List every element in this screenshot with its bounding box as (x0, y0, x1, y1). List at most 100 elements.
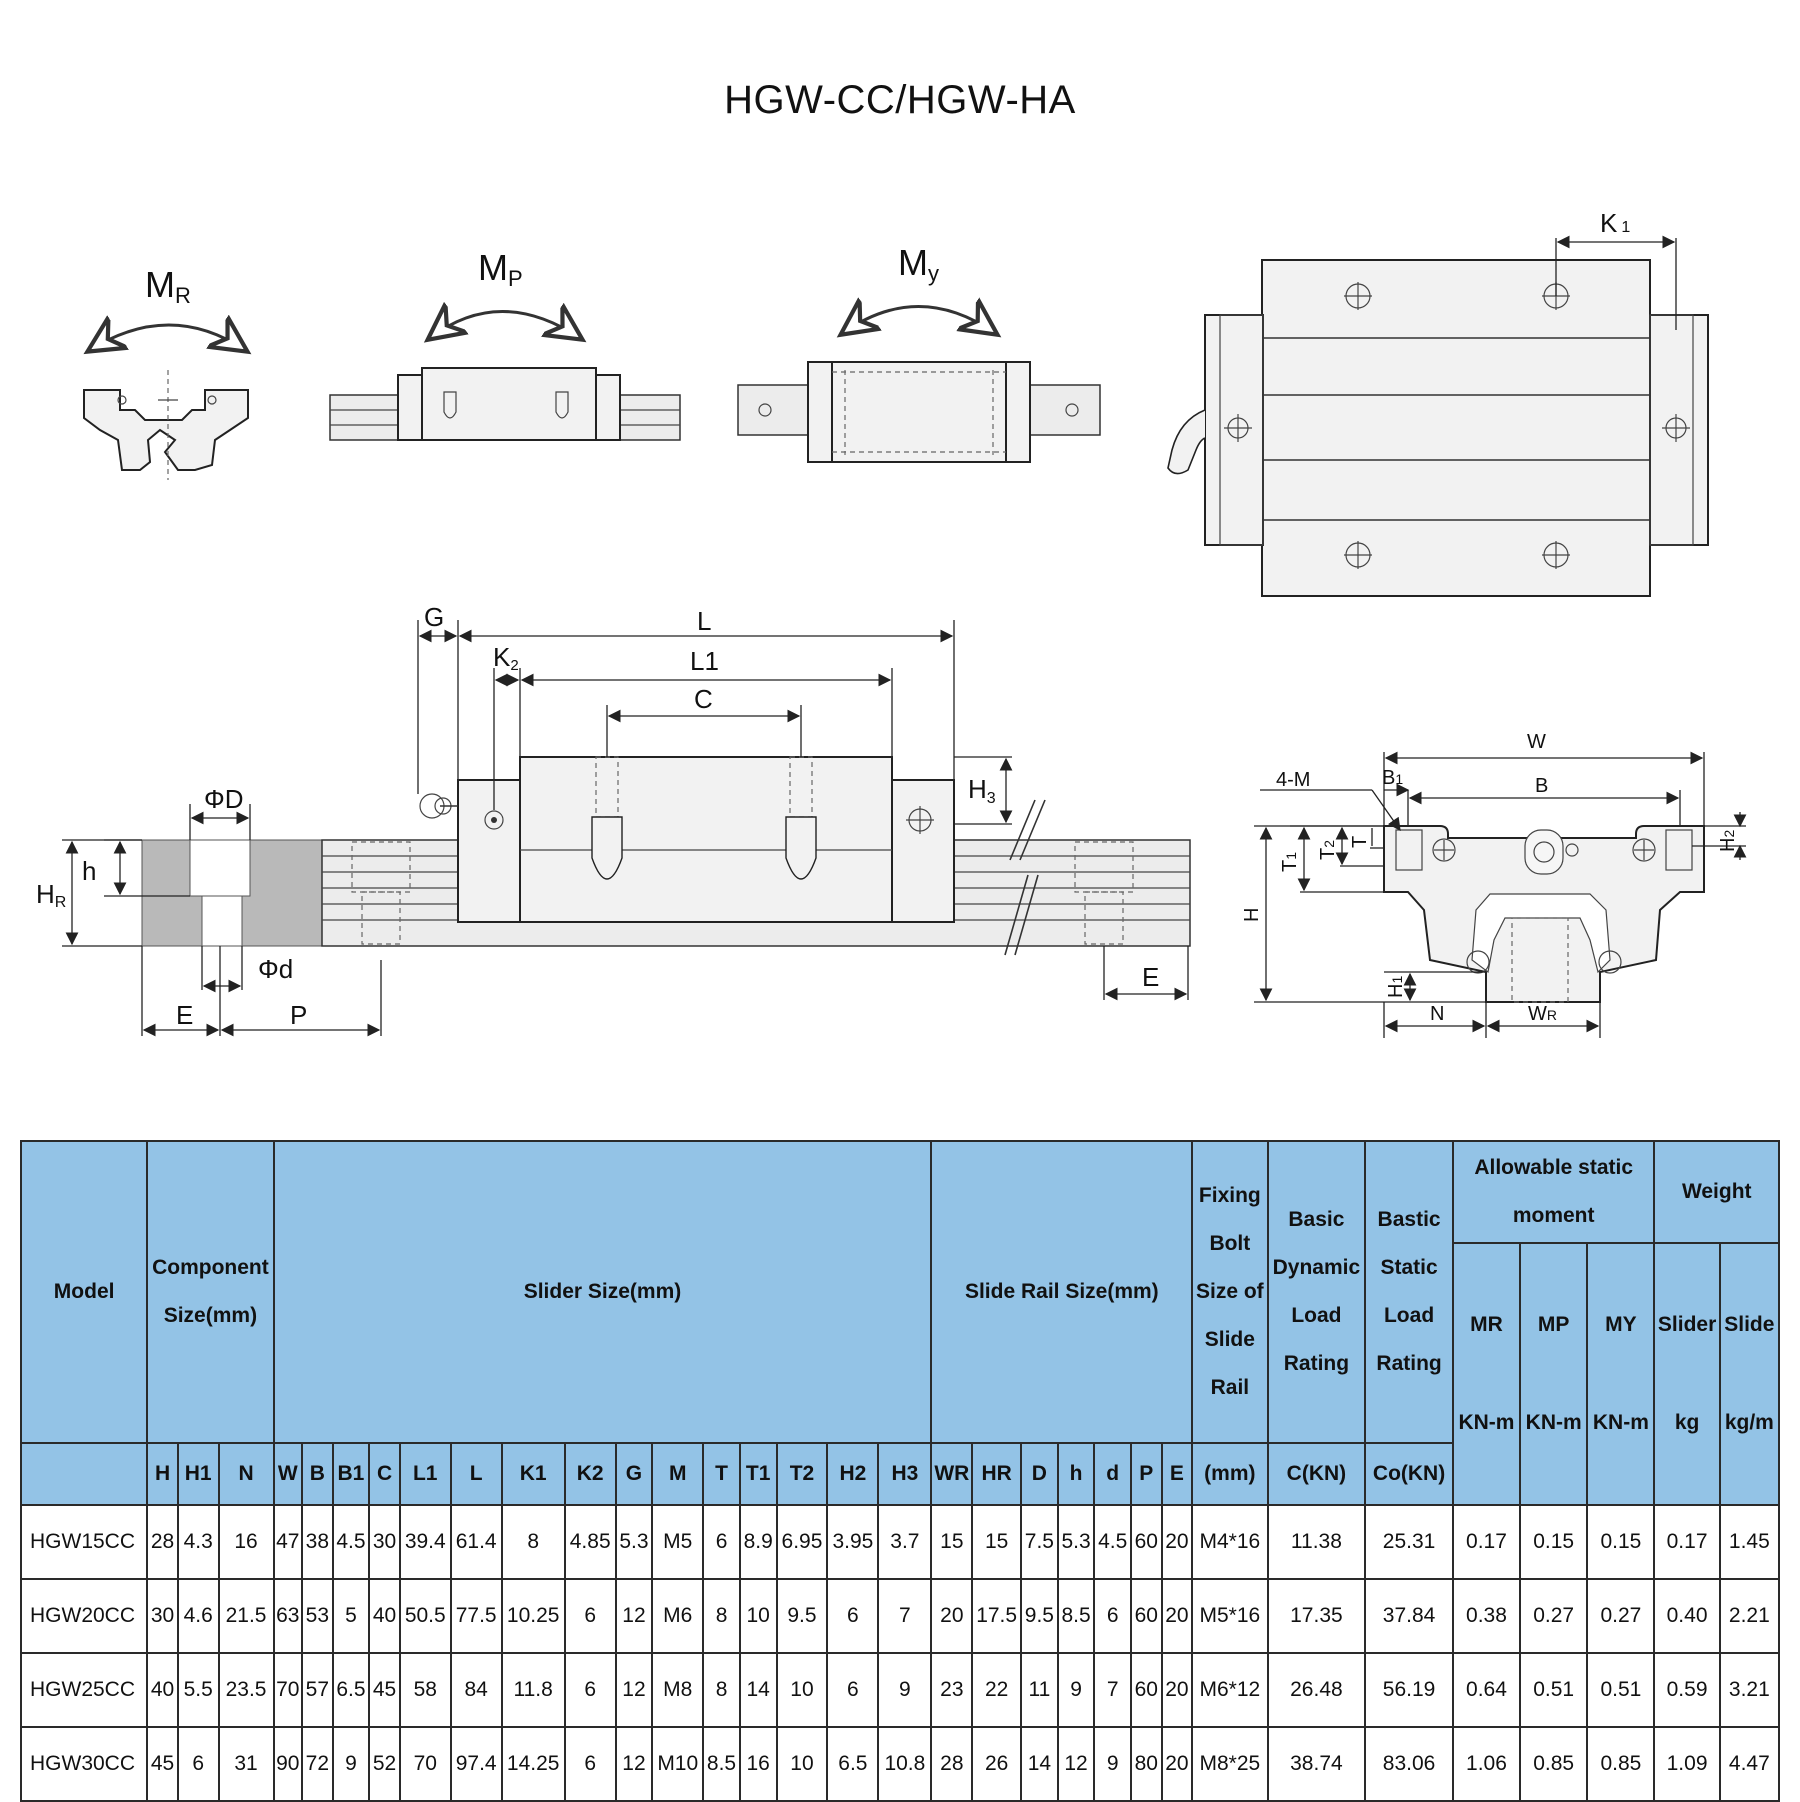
table-cell: 6.5 (826, 1726, 880, 1802)
table-cell: 9.5 (775, 1578, 829, 1654)
table-cell: 0.85 (1586, 1726, 1656, 1802)
h-small-label: h (82, 856, 96, 886)
h-big-label: H (1241, 908, 1263, 922)
subheader-10: K2 (563, 1442, 617, 1506)
subheader-9: K1 (500, 1442, 566, 1506)
header-rail: Slide Rail Size(mm) (930, 1140, 1194, 1444)
subheader-24: E (1160, 1442, 1194, 1506)
table-cell: 21.5 (217, 1578, 275, 1654)
table-cell: 31 (217, 1726, 275, 1802)
table-cell: 0.40 (1653, 1578, 1721, 1654)
technical-drawing: MR MP My (36, 208, 1747, 1038)
table-cell: M5 (651, 1504, 705, 1580)
table-cell: 1.09 (1653, 1726, 1721, 1802)
table-cell: 12 (614, 1578, 654, 1654)
svg-text:T2: T2 (1317, 840, 1339, 860)
table-cell: 0.17 (1653, 1504, 1721, 1580)
table-cell: 8.9 (738, 1504, 778, 1580)
table-cell: 45 (146, 1726, 179, 1802)
table-cell: 9 (877, 1652, 933, 1728)
table-cell: 30 (368, 1504, 401, 1580)
table-cell: 8 (500, 1504, 566, 1580)
subheader-25: (mm) (1191, 1442, 1269, 1506)
table-cell: 15 (930, 1504, 974, 1580)
table-cell: 25.31 (1364, 1504, 1454, 1580)
table-cell: 4.6 (176, 1578, 220, 1654)
table-cell: 9 (1093, 1726, 1133, 1802)
table-cell: 40 (368, 1578, 401, 1654)
table-cell: 8 (702, 1578, 741, 1654)
table-cell: 4.5 (331, 1504, 371, 1580)
subheader-14: T1 (738, 1442, 778, 1506)
table-cell: 14 (1020, 1726, 1059, 1802)
table-cell: 26.48 (1266, 1652, 1367, 1728)
subheader-26: C(KN) (1266, 1442, 1367, 1506)
table-cell: 28 (146, 1504, 179, 1580)
table-cell: 83.06 (1364, 1726, 1454, 1802)
subheader-21: h (1056, 1442, 1096, 1506)
table-cell: 11.8 (500, 1652, 566, 1728)
table-cell: 4.47 (1718, 1726, 1781, 1802)
header-dynamic: Basic Dynamic Load Rating (1266, 1140, 1367, 1444)
table-cell: 90 (272, 1726, 304, 1802)
subheader-27: Co(KN) (1364, 1442, 1454, 1506)
table-cell: 10.25 (500, 1578, 566, 1654)
table-cell: 6 (702, 1504, 741, 1580)
table-cell: 22 (971, 1652, 1023, 1728)
header-slider: Slider Size(mm) (272, 1140, 933, 1444)
table-cell: 37.84 (1364, 1578, 1454, 1654)
m4-label: 4-M (1276, 769, 1310, 791)
moment-roll-label: M (145, 264, 175, 305)
moment-roll-figure: MR (83, 264, 248, 480)
k1-sub: 1 (1621, 219, 1630, 236)
subheader-20: D (1020, 1442, 1059, 1506)
table-cell: 23.5 (217, 1652, 275, 1728)
h2-label: H (1717, 838, 1739, 852)
table-cell: 61.4 (449, 1504, 503, 1580)
table-cell: 16 (217, 1504, 275, 1580)
table-cell: 30 (146, 1578, 179, 1654)
table-cell: 17.35 (1266, 1578, 1367, 1654)
phi-d-lower-label: Φd (258, 954, 293, 984)
t1-label: T (1279, 860, 1301, 872)
table-cell: 0.85 (1519, 1726, 1589, 1802)
table-cell: 4.5 (1093, 1504, 1133, 1580)
table-cell: 12 (614, 1652, 654, 1728)
h1-label: H (1385, 984, 1407, 998)
model-cell: HGW15CC (19, 1504, 149, 1580)
header-model: Model (19, 1140, 149, 1444)
table-cell: 0.17 (1451, 1504, 1522, 1580)
table-cell: 0.64 (1451, 1652, 1522, 1728)
table-cell: 63 (272, 1578, 304, 1654)
header-component: Component Size(mm) (146, 1140, 275, 1444)
table-cell: 6.95 (775, 1504, 829, 1580)
table-cell: 60 (1130, 1504, 1163, 1580)
svg-text:T1: T1 (1279, 852, 1301, 872)
table-cell: 20 (1160, 1504, 1194, 1580)
table-cell: 23 (930, 1652, 974, 1728)
subheader-3: W (272, 1442, 304, 1506)
svg-text:H2: H2 (1717, 830, 1739, 852)
table-cell: 3.95 (826, 1504, 880, 1580)
table-cell: 20 (930, 1578, 974, 1654)
e-right-label: E (1142, 962, 1159, 992)
header-model-blank (19, 1442, 149, 1506)
h2-sub: 2 (1721, 830, 1737, 838)
table-cell: 3.21 (1718, 1652, 1781, 1728)
k2-label: K (493, 642, 511, 672)
header-bolt: Fixing Bolt Size of Slide Rail (1191, 1140, 1269, 1444)
subheader-0: H (146, 1442, 179, 1506)
table-cell: 38.74 (1266, 1726, 1367, 1802)
subheader-15: T2 (775, 1442, 829, 1506)
subheader-18: WR (930, 1442, 974, 1506)
wr-sub: R (1547, 1007, 1557, 1023)
table-cell: 15 (971, 1504, 1023, 1580)
table-cell: 12 (1056, 1726, 1096, 1802)
subheader-19: HR (971, 1442, 1023, 1506)
table-cell: 56.19 (1364, 1652, 1454, 1728)
svg-text:MR: MR (145, 264, 191, 308)
